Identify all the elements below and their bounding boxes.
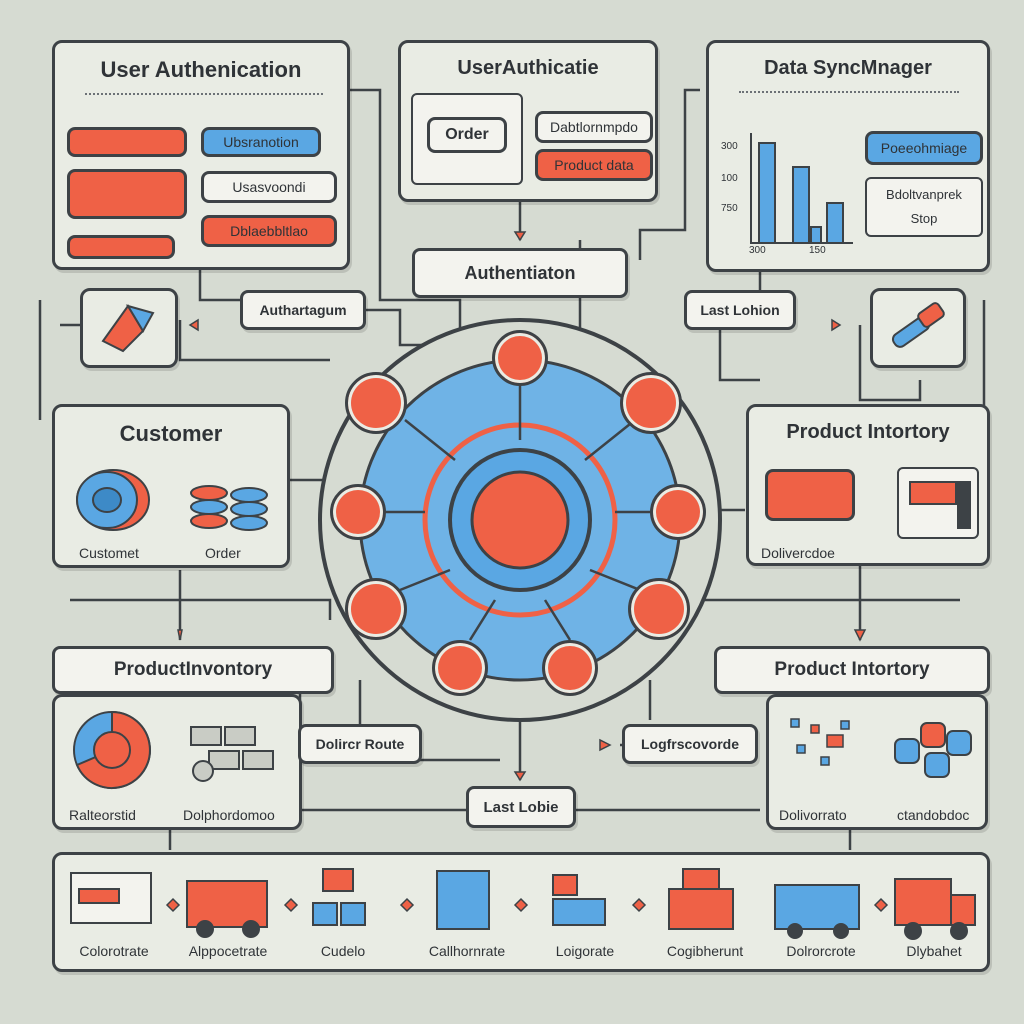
logpressuerde-label[interactable]: Logfrscovorde — [622, 724, 758, 764]
order-label[interactable]: Order — [427, 117, 507, 153]
process-step-label: Colorotrate — [79, 943, 149, 959]
divider — [739, 91, 959, 99]
process-step-label: Cogibherunt — [666, 943, 744, 959]
data-sync-pill-1[interactable]: Poeeohmiage — [865, 131, 983, 165]
label-text: Last Lohion — [700, 302, 780, 318]
process-step-label: Cudelo — [320, 943, 366, 959]
inventory-caption: Ralteorstid — [69, 807, 136, 823]
user-authentication-panel: User Authenication Ubsranotion Usasvoond… — [52, 40, 350, 270]
label-text: ProductInvontory — [113, 659, 273, 680]
product-caption: Dolivercdoe — [761, 545, 835, 561]
label-text: Authartagum — [259, 302, 347, 318]
divider — [85, 93, 323, 101]
user-auth-pill-3[interactable]: Dblaebbltlao — [201, 215, 337, 247]
ring-chart-icon — [73, 710, 151, 789]
customer-panel: Customer Customet Order — [52, 404, 290, 568]
process-strip: Colorotrate Alppocetrate Cudelo Callhorn… — [52, 852, 990, 972]
process-step-label: Dolrorcrote — [786, 943, 856, 959]
puzzle-tile[interactable] — [80, 288, 178, 368]
user-auth-pill-2[interactable]: Usasvoondi — [201, 171, 337, 203]
process-step-label: Alppocetrate — [188, 943, 268, 959]
hub-node-bottom-left[interactable] — [432, 640, 488, 696]
panel-title: Data SyncMnager — [764, 57, 932, 79]
pill-label: Product data — [554, 157, 634, 173]
bar-chart-icon — [750, 133, 853, 244]
hub-node-right[interactable] — [650, 484, 706, 540]
last-lobie-label[interactable]: Last Lobie — [466, 786, 576, 828]
chart-tick: 150 — [809, 245, 826, 256]
user-auth-pill-1[interactable]: Ubsranotion — [201, 127, 321, 157]
process-step-label: Dlybahet — [906, 943, 962, 959]
label-text: Authentiaton — [464, 262, 576, 283]
database-stack-icon — [190, 485, 268, 531]
tool-tile[interactable] — [870, 288, 966, 368]
process-step-label: Callhornrate — [428, 943, 506, 959]
user-auth-field-3[interactable] — [67, 235, 175, 259]
hub-node-upper-right[interactable] — [620, 372, 682, 434]
panel-title: Customer — [119, 421, 223, 446]
label-text: Product Intortory — [774, 659, 930, 680]
chart-tick: 750 — [721, 203, 738, 214]
hub-node-upper-left[interactable] — [345, 372, 407, 434]
wrench-icon — [891, 302, 945, 348]
hub-node-lower-right[interactable] — [628, 578, 690, 640]
hub-node-top[interactable] — [492, 330, 548, 386]
option-label[interactable]: Stop — [910, 211, 938, 226]
center-pill-2[interactable]: Product data — [535, 149, 653, 181]
process-icons — [70, 868, 976, 940]
pill-label: Dblaebbltlao — [230, 223, 308, 239]
panel-title: UserAuthicatie — [457, 57, 599, 79]
hub-node-lower-left[interactable] — [345, 578, 407, 640]
inventory-caption: Dolphordomoo — [183, 807, 275, 823]
user-authicatie-panel: UserAuthicatie Order Dabtlornmpdo Produc… — [398, 40, 658, 202]
product-inventory-left-panel: Ralteorstid Dolphordomoo — [52, 694, 302, 830]
product-inventory-left-title: ProductInvontory — [52, 646, 334, 694]
product-inventory-lower-right-panel: Dolivorrato ctandobdoc — [766, 694, 988, 830]
inventory-caption: Dolivorrato — [779, 807, 847, 823]
label-text: Last Lobie — [483, 798, 559, 816]
package-stack-icon — [190, 726, 274, 782]
pill-label: Usasvoondi — [232, 179, 306, 195]
last-lohion-label[interactable]: Last Lohion — [684, 290, 796, 330]
product-card[interactable] — [765, 469, 855, 521]
chart-tick: 100 — [721, 173, 738, 184]
cube-cluster-icon — [894, 722, 972, 778]
user-auth-field-2[interactable] — [67, 169, 187, 219]
option-label[interactable]: Bdoltvanprek — [886, 187, 962, 202]
pill-label: Ubsranotion — [223, 134, 299, 150]
authentication-label[interactable]: Authentiaton — [412, 248, 628, 298]
center-pill-1[interactable]: Dabtlornmpdo — [535, 111, 653, 143]
pill-label: Dabtlornmpdo — [550, 119, 638, 135]
label-text: Logfrscovorde — [640, 736, 739, 752]
label-text: Dolircr Route — [315, 736, 405, 752]
hub-node-left[interactable] — [330, 484, 386, 540]
panel-title: Product Intortory — [786, 421, 950, 443]
deliver-route-label[interactable]: Dolircr Route — [298, 724, 422, 764]
order-text: Order — [445, 126, 489, 143]
order-caption: Order — [205, 545, 241, 561]
user-auth-field-1[interactable] — [67, 127, 187, 157]
chart-tick: 300 — [721, 141, 738, 152]
process-step-label: Loigorate — [555, 943, 615, 959]
customer-caption: Customet — [79, 545, 139, 561]
inventory-caption: ctandobdoc — [897, 807, 970, 823]
pill-label: Poeeohmiage — [880, 140, 968, 156]
disc-icon — [76, 469, 150, 531]
product-screen — [897, 467, 979, 539]
scatter-icon — [790, 718, 850, 766]
panel-title: User Authenication — [100, 57, 302, 82]
puzzle-icon — [101, 304, 155, 353]
data-sync-options: Bdoltvanprek Stop — [865, 177, 983, 237]
hub-node-bottom-right[interactable] — [542, 640, 598, 696]
order-window: Order — [411, 93, 523, 185]
chart-tick: 300 — [749, 245, 766, 256]
authartagum-label[interactable]: Authartagum — [240, 290, 366, 330]
product-inventory-right-panel: Product Intortory Dolivercdoe — [746, 404, 990, 566]
data-sync-manager-panel: Data SyncMnager 300 100 750 300 150 Poee… — [706, 40, 990, 272]
product-inventory-lower-right-title: Product Intortory — [714, 646, 990, 694]
